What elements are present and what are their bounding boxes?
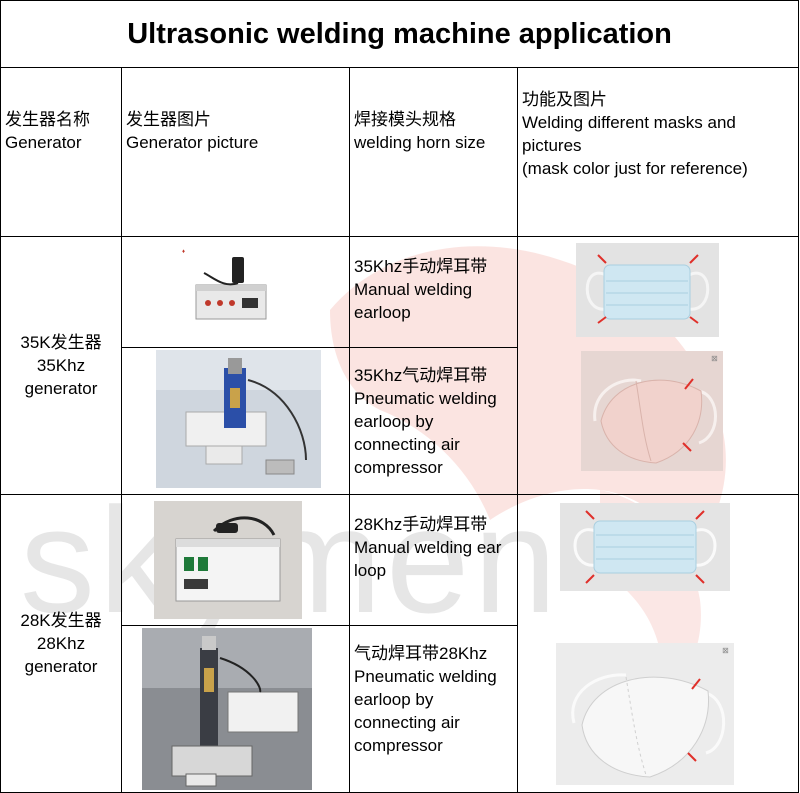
spec-35k-pneumatic-cn: 35Khz气动焊耳带 <box>354 366 488 385</box>
row-28k-manual: 28K发生器 28Khz generator 28Khz手动焊耳带 Manual… <box>0 494 800 793</box>
header-picture-en: Generator picture <box>126 133 259 152</box>
generator-35k-photo: ♦ <box>174 243 294 339</box>
spec-28k-pneumatic-cn: 气动焊耳带28Khz <box>354 644 488 663</box>
generator-35k-label: generator <box>24 379 98 398</box>
generator-35k: 35K发生器 35Khz generator <box>0 236 122 495</box>
title-row: Ultrasonic welding machine application <box>0 0 800 68</box>
picture-28k-pneumatic <box>121 625 350 793</box>
generator-28k: 28K发生器 28Khz generator <box>0 494 122 793</box>
spec-28k-pneumatic-en-4: compressor <box>354 736 443 755</box>
press-column <box>200 648 218 748</box>
welding-gun <box>232 257 244 283</box>
generator-28k-label: generator <box>24 657 98 676</box>
blue-mask-body <box>603 264 691 320</box>
header-generator: 发生器名称 Generator <box>0 67 122 237</box>
pneumatic-28k-photo <box>142 628 312 790</box>
picture-35k-pneumatic <box>121 347 350 495</box>
header-horn-size: 焊接模头规格 welding horn size <box>349 67 518 237</box>
header-generator-cn: 发生器名称 <box>5 110 90 129</box>
kn95-mask-photo-28k: ⊠ <box>556 643 734 785</box>
header-function-cn: 功能及图片 <box>522 90 607 109</box>
picture-35k-manual: ♦ <box>121 236 350 348</box>
header-horn-en: welding horn size <box>354 133 486 152</box>
spec-28k-manual: 28Khz手动焊耳带 Manual welding ear loop <box>349 494 518 626</box>
svg-text:⊠: ⊠ <box>711 354 718 363</box>
flat-mask-photo-35k <box>576 243 719 337</box>
header-horn-cn: 焊接模头规格 <box>354 110 456 129</box>
pink-mask-body <box>600 379 703 464</box>
svg-text:♦: ♦ <box>182 249 185 255</box>
spec-35k-pneumatic-en-1: Pneumatic welding <box>354 389 497 408</box>
header-function: 功能及图片 Welding different masks and pictur… <box>516 67 800 237</box>
spec-28k-pneumatic-en-3: connecting air <box>354 713 460 732</box>
flat-mask-photo-28k <box>560 503 730 591</box>
spec-35k-manual-cn: 35Khz手动焊耳带 <box>354 257 488 276</box>
spec-35k-pneumatic: 35Khz气动焊耳带 Pneumatic welding earloop by … <box>349 347 518 495</box>
spec-35k-manual-en-1: Manual welding <box>354 280 473 299</box>
svg-text:⊠: ⊠ <box>722 646 729 655</box>
header-function-en-1: Welding different masks and <box>522 113 736 132</box>
spec-35k-pneumatic-en-2: earloop by <box>354 412 434 431</box>
row-35k-pneumatic: 35Khz气动焊耳带 Pneumatic welding earloop by … <box>1 347 799 495</box>
row-35k-manual: 35K发生器 35Khz generator ♦ 35Khz手动焊耳带 Manu… <box>0 236 800 495</box>
header-function-en-3: (mask color just for reference) <box>522 159 748 178</box>
header-generator-picture: 发生器图片 Generator picture <box>121 67 350 237</box>
spec-28k-manual-en-1: Manual welding ear <box>354 538 502 557</box>
generator-28k-cn: 28K发生器 <box>20 611 102 630</box>
header-picture-cn: 发生器图片 <box>126 110 211 129</box>
spec-28k-pneumatic: 气动焊耳带28Khz Pneumatic welding earloop by … <box>349 625 518 793</box>
generator-28k-photo <box>154 501 302 619</box>
kn95-mask-photo-35k: ⊠ <box>581 351 723 471</box>
generator-35k-cn: 35K发生器 <box>20 333 102 352</box>
generator-35k-freq: 35Khz <box>36 356 86 375</box>
spec-35k-manual-en-2: earloop <box>354 303 411 322</box>
generator-28k-freq: 28Khz <box>36 634 86 653</box>
spec-35k-pneumatic-en-3: connecting air <box>354 435 460 454</box>
spec-35k-manual: 35Khz手动焊耳带 Manual welding earloop <box>349 236 518 348</box>
masks-28k: ⊠ <box>516 494 800 793</box>
masks-35k: ⊠ <box>516 236 800 495</box>
spec-28k-manual-cn: 28Khz手动焊耳带 <box>354 515 488 534</box>
spec-28k-pneumatic-en-1: Pneumatic welding <box>354 667 497 686</box>
generator-box <box>227 691 299 733</box>
spec-35k-pneumatic-en-4: compressor <box>354 458 443 477</box>
spec-28k-manual-en-2: loop <box>354 561 387 580</box>
page-title: Ultrasonic welding machine application <box>0 0 800 68</box>
spec-28k-pneumatic-en-2: earloop by <box>354 690 434 709</box>
picture-28k-manual <box>121 494 350 626</box>
header-row: 发生器名称 Generator 发生器图片 Generator picture … <box>0 67 800 237</box>
pneumatic-35k-photo <box>156 350 321 488</box>
header-function-en-2: pictures <box>522 136 582 155</box>
header-generator-en: Generator <box>5 133 82 152</box>
